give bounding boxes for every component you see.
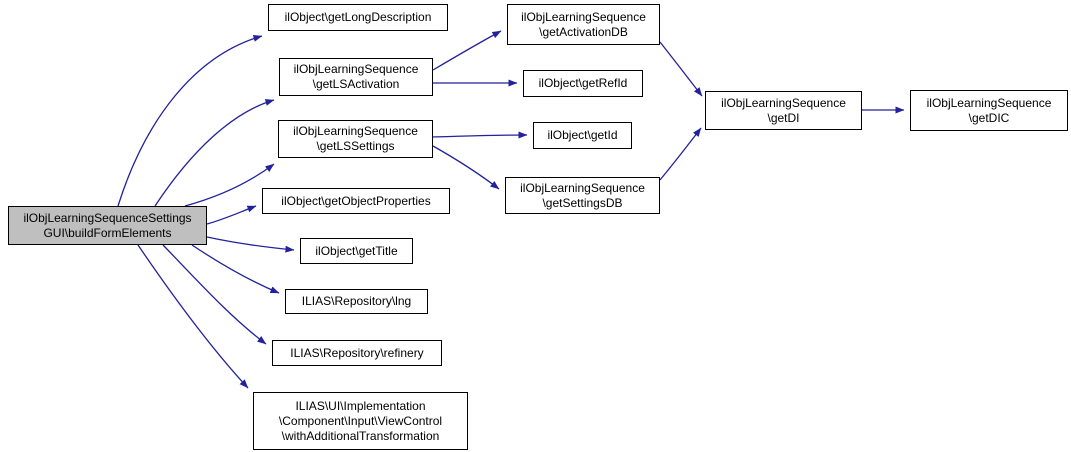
edge-buildFormElements-getLSActivation [154, 99, 275, 207]
node-refinery[interactable]: ILIAS\Repository\refinery [272, 340, 442, 366]
node-getActivationDB[interactable]: ilObjLearningSequence \getActivationDB [507, 4, 660, 45]
edge-buildFormElements-withAdditionalTransformation [137, 244, 249, 389]
edge-buildFormElements-getLSSettings [184, 163, 275, 207]
edge-buildFormElements-getLongDescription [117, 34, 263, 207]
node-getDIC[interactable]: ilObjLearningSequence \getDIC [910, 90, 1068, 131]
edge-buildFormElements-getTitle [206, 236, 295, 253]
node-getLSSettings[interactable]: ilObjLearningSequence \getLSSettings [278, 120, 433, 158]
node-getTitle[interactable]: ilObject\getTitle [300, 238, 413, 264]
edge-getLSSettings-getId [432, 131, 528, 139]
node-getId[interactable]: ilObject\getId [533, 122, 632, 149]
node-withAdditionalTransformation[interactable]: ILIAS\UI\Implementation \Component\Input… [253, 392, 468, 450]
edge-buildFormElements-getObjectProperties [206, 205, 257, 225]
edge-getLSActivation-getActivationDB [432, 30, 502, 71]
edge-getActivationDB-getDI [659, 41, 703, 97]
node-getSettingsDB[interactable]: ilObjLearningSequence \getSettingsDB [505, 177, 660, 214]
edge-buildFormElements-refinery [162, 244, 267, 345]
edge-buildFormElements-lng [191, 244, 280, 294]
node-getLongDescription[interactable]: ilObject\getLongDescription [268, 4, 448, 31]
node-getObjectProperties[interactable]: ilObject\getObjectProperties [262, 188, 450, 214]
node-getDI[interactable]: ilObjLearningSequence \getDI [705, 91, 862, 130]
edge-getLSSettings-getSettingsDB [432, 145, 500, 190]
node-lng[interactable]: ILIAS\Repository\lng [285, 289, 428, 314]
edge-getSettingsDB-getDI [659, 127, 702, 181]
node-getRefId[interactable]: ilObject\getRefId [523, 70, 643, 97]
node-buildFormElements[interactable]: ilObjLearningSequenceSettings GUI\buildF… [8, 206, 207, 245]
node-getLSActivation[interactable]: ilObjLearningSequence \getLSActivation [279, 58, 433, 96]
